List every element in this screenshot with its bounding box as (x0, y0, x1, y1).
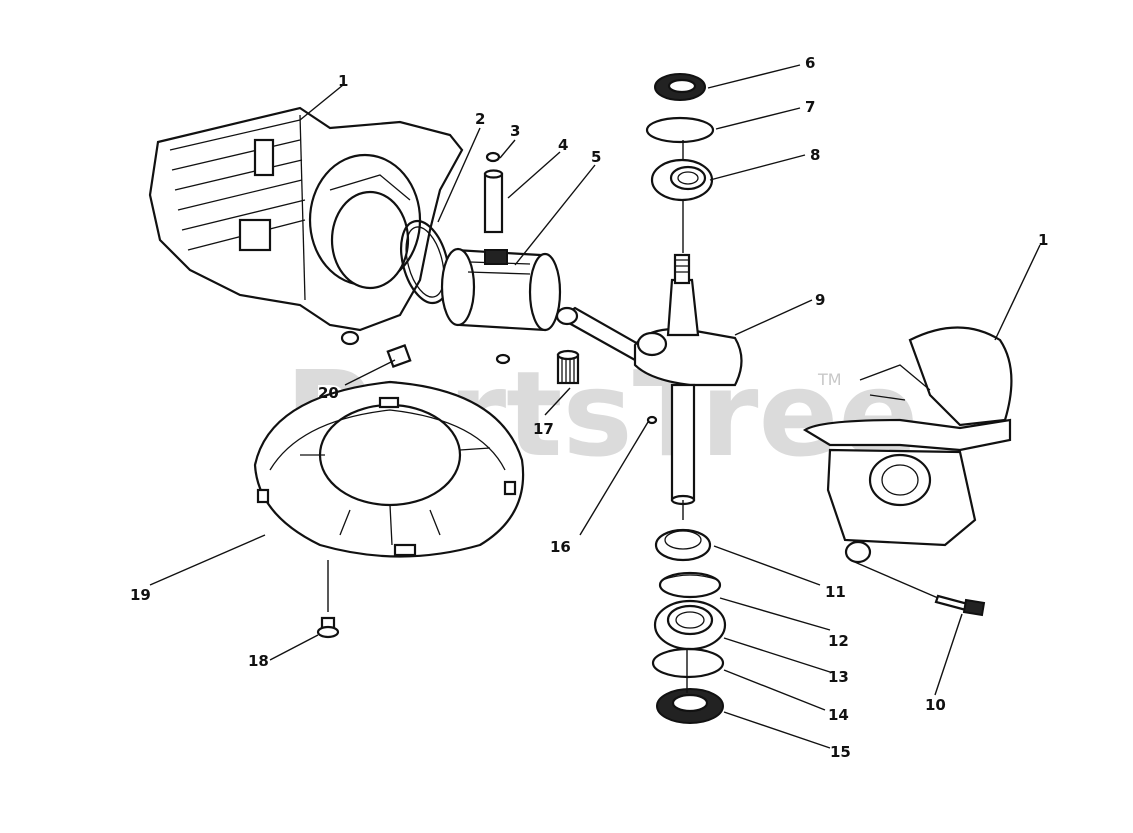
piston-part (440, 247, 562, 332)
spring-washer-part (658, 571, 722, 599)
watermark-trademark: TM (817, 370, 842, 389)
crankshaft-part (555, 253, 743, 506)
callout-10: 10 (925, 696, 946, 714)
bottom-ball-bearing-part (653, 599, 727, 651)
callout-14: 14 (828, 706, 849, 724)
key-part (646, 415, 658, 425)
screw-part-18 (316, 616, 340, 639)
callout-13: 13 (828, 668, 849, 686)
callout-1-right: 1 (1038, 231, 1048, 249)
callout-7: 7 (805, 98, 815, 116)
piston-ring-part (400, 219, 450, 305)
callout-4: 4 (558, 136, 568, 154)
callout-8: 8 (810, 146, 820, 164)
callout-5: 5 (591, 148, 601, 166)
top-retaining-ring-part (645, 116, 715, 144)
spacer-part (654, 528, 712, 562)
callout-9: 9 (815, 291, 825, 309)
clip-part-top (485, 151, 501, 163)
bottom-oil-seal-part (656, 688, 724, 724)
callout-18: 18 (248, 652, 269, 670)
callout-19: 19 (130, 586, 151, 604)
bottom-retaining-ring-part (651, 647, 725, 679)
engine-block-part (148, 106, 464, 346)
callout-3: 3 (510, 122, 520, 140)
callout-17: 17 (533, 420, 554, 438)
callout-11: 11 (825, 583, 846, 601)
screw-part-10 (934, 594, 986, 617)
callout-labels: 1 2 3 4 5 6 7 8 9 1 10 11 12 13 14 15 16… (130, 54, 1048, 761)
callout-2: 2 (475, 110, 485, 128)
callout-12: 12 (828, 632, 849, 650)
leader-lines (149, 64, 1041, 749)
top-ball-bearing-part (650, 158, 714, 202)
wrist-pin-part (483, 169, 504, 234)
callout-15: 15 (830, 743, 851, 761)
top-oil-seal-part (654, 73, 706, 101)
engine-plate-part (253, 380, 525, 558)
needle-bearing-part (556, 349, 580, 385)
crankcase-housing-part (802, 326, 1013, 564)
callout-1-left: 1 (338, 72, 348, 90)
callout-20: 20 (318, 384, 339, 402)
clip-part-bottom (495, 353, 511, 365)
callout-16: 16 (550, 538, 571, 556)
callout-6: 6 (805, 54, 815, 72)
